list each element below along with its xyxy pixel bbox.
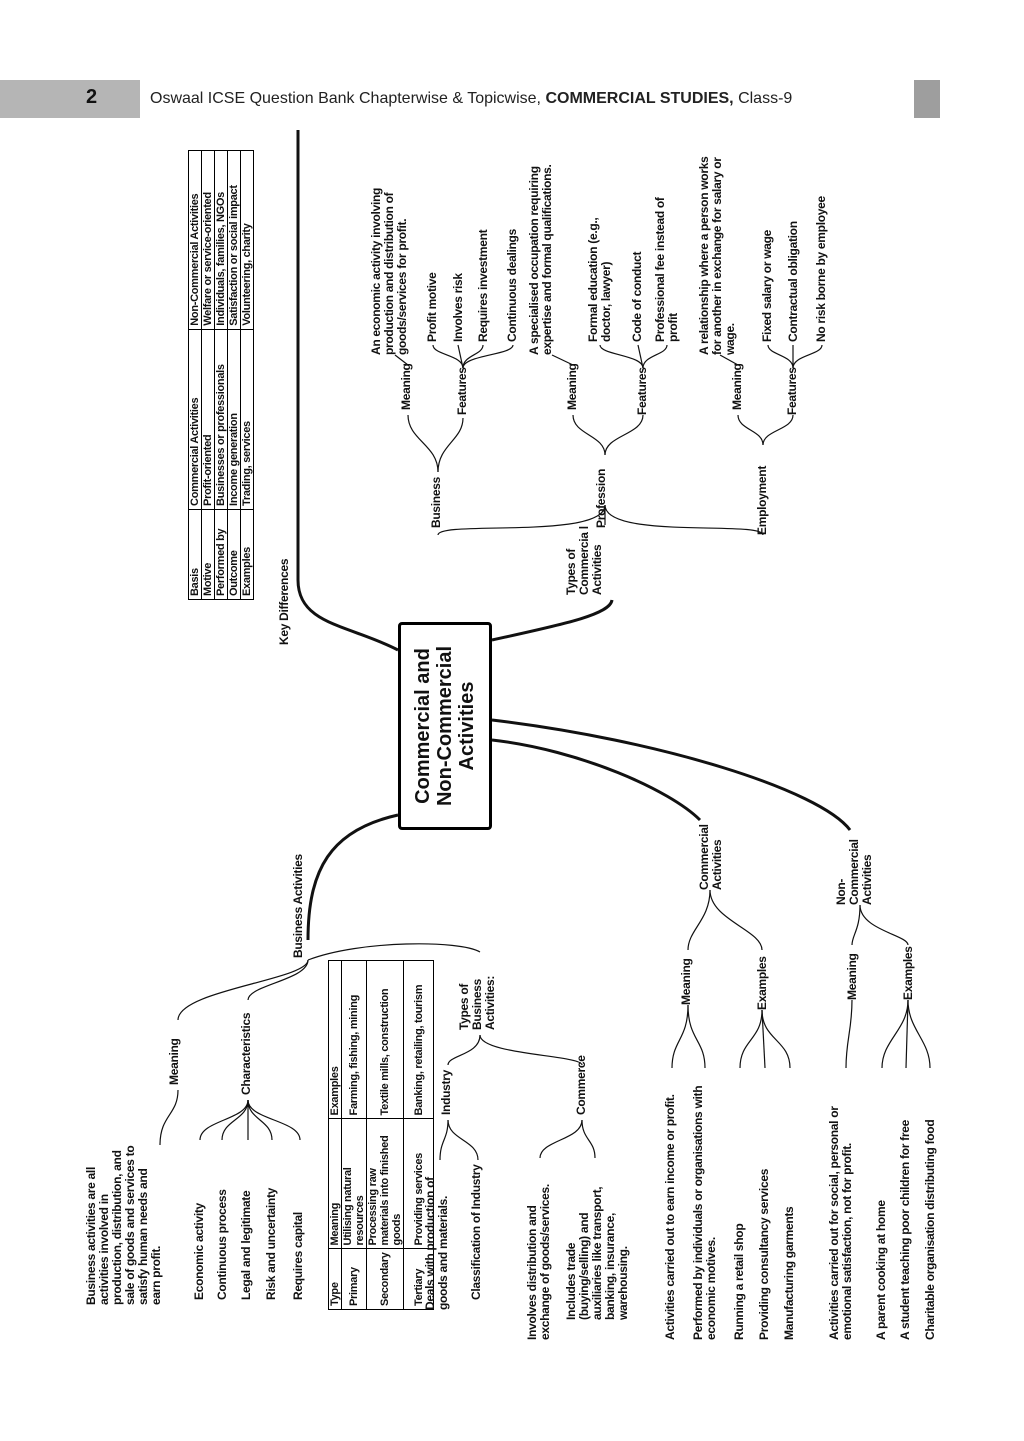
running-header: Oswaal ICSE Question Bank Chapterwise & …: [150, 90, 792, 108]
list-item: Involves distribution and exchange of go…: [525, 1184, 552, 1340]
list-item: A student teaching poor children for fre…: [898, 1120, 912, 1340]
list-item: Legal and legitimate: [239, 1190, 253, 1300]
header-band: [0, 80, 140, 118]
header-subject: COMMERCIAL STUDIES,: [545, 90, 734, 107]
header-tab: [914, 80, 940, 118]
list-item: Continuous dealings: [505, 229, 519, 342]
page-number: 2: [86, 86, 98, 108]
header-class: Class-9: [738, 90, 793, 107]
table-cell: Primary: [341, 1248, 367, 1310]
table-cell: Individuals, families, NGOs: [214, 150, 228, 330]
table-cell: Meaning: [328, 1118, 342, 1249]
list-item: Involves risk: [451, 273, 465, 342]
table-cell: Type: [328, 1248, 342, 1310]
table-cell: Businesses or professionals: [214, 329, 228, 510]
central-topic: Commercial and Non-Commercial Activities: [398, 622, 492, 830]
table-cell: Textile mills, construction: [366, 960, 404, 1119]
profession-features-label: Features: [635, 367, 649, 415]
table-cell: Volunteering, charity: [240, 150, 254, 330]
business-meaning-label: Meaning: [399, 363, 413, 410]
list-item: Performed by individuals or organisation…: [691, 1085, 718, 1340]
ba-meaning-label: Meaning: [167, 1038, 181, 1085]
list-item: No risk borne by employee: [814, 196, 828, 342]
table-cell: Welfare or service-oriented: [201, 150, 215, 330]
list-item: Formal education (e.g., doctor, lawyer): [586, 217, 613, 342]
list-item: Fixed salary or wage: [760, 229, 774, 342]
table-cell: Non-Commercial Activities: [188, 150, 202, 330]
table-cell: Basis: [188, 509, 202, 600]
ba-meaning: Business activities are all activities i…: [84, 1145, 163, 1305]
list-item: Code of conduct: [630, 251, 644, 342]
header-prefix: Oswaal ICSE Question Bank Chapterwise & …: [150, 90, 541, 107]
list-item: Includes trade (buying/selling) and auxi…: [564, 1186, 630, 1320]
list-item: Profit motive: [425, 272, 439, 342]
table-cell: Farming, fishing, mining: [341, 960, 367, 1119]
table-cell: Profit-oriented: [201, 329, 215, 510]
list-item: Classification of Industry: [469, 1164, 483, 1300]
list-item: Professional fee instead of profit: [653, 197, 680, 342]
table-cell: Examples: [240, 509, 254, 600]
business-meaning: An economic activity involving productio…: [369, 187, 409, 355]
list-item: Charitable organisation distributing foo…: [923, 1119, 937, 1340]
list-item: A parent cooking at home: [874, 1200, 888, 1340]
list-item: Requires investment: [476, 229, 490, 342]
characteristics-label: Characteristics: [239, 1012, 253, 1095]
list-item: Economic activity: [192, 1203, 206, 1300]
list-item: Continuous process: [215, 1189, 229, 1300]
table-cell: Satisfaction or social impact: [227, 150, 241, 330]
employment-meaning-label: Meaning: [730, 363, 744, 410]
ca-meaning-label: Meaning: [679, 958, 693, 1005]
mind-map: Commercial and Non-Commercial Activities…: [60, 120, 940, 1440]
business-features-label: Features: [455, 367, 469, 415]
list-item: Contractual obligation: [786, 221, 800, 342]
employment-meaning: A relationship where a person works for …: [697, 156, 737, 355]
employment-features-label: Features: [785, 367, 799, 415]
list-item: Risk and uncertainty: [264, 1187, 278, 1300]
list-item: Running a retail shop: [732, 1223, 746, 1340]
nca-examples-label: Examples: [901, 946, 915, 1000]
table-cell: Secondary: [366, 1248, 404, 1310]
list-item: Providing consultancy services: [757, 1168, 771, 1340]
profession-meaning-label: Meaning: [565, 363, 579, 410]
list-item: Activities carried out for social, perso…: [827, 1106, 854, 1340]
table-cell: Motive: [201, 509, 215, 600]
nca-meaning-label: Meaning: [845, 953, 859, 1000]
table-cell: Income generation: [227, 329, 241, 510]
commercial-activities-label: Commercial Activities: [697, 824, 724, 890]
list-item: Manufacturing garments: [782, 1206, 796, 1340]
ca-examples-label: Examples: [755, 956, 769, 1010]
industry-label: Industry: [439, 1070, 453, 1115]
non-commercial-activities-label: Non-Commercial Activities: [834, 839, 874, 905]
table-cell: Performed by: [214, 509, 228, 600]
table-cell: Outcome: [227, 509, 241, 600]
table-cell: Processing raw materials into finished g…: [366, 1118, 404, 1249]
commerce-label: Commerce: [574, 1055, 588, 1115]
table-cell: Trading, services: [240, 329, 254, 510]
connectors: [159, 130, 931, 1161]
table-cell: Banking, retailing, tourism: [403, 960, 434, 1119]
table-cell: Commercial Activities: [188, 329, 202, 510]
table-cell: Utilising natural resources: [341, 1118, 367, 1249]
business-activities-label: Business Activities: [291, 854, 305, 958]
table-cell: Examples: [328, 960, 342, 1119]
types-business-label: Types of Business Activities:: [457, 975, 497, 1030]
employment-label: Employment: [755, 465, 769, 535]
list-item: Deals with production of goods and mater…: [423, 1177, 450, 1310]
profession-label: Profession: [594, 468, 608, 528]
business-label: Business: [429, 477, 443, 528]
list-item: Requires capital: [291, 1212, 305, 1300]
profession-meaning: A specialised occupation requiring exper…: [527, 164, 554, 355]
list-item: Activities carried out to earn income or…: [663, 1094, 677, 1340]
key-differences-label: Key Differences: [277, 558, 291, 645]
